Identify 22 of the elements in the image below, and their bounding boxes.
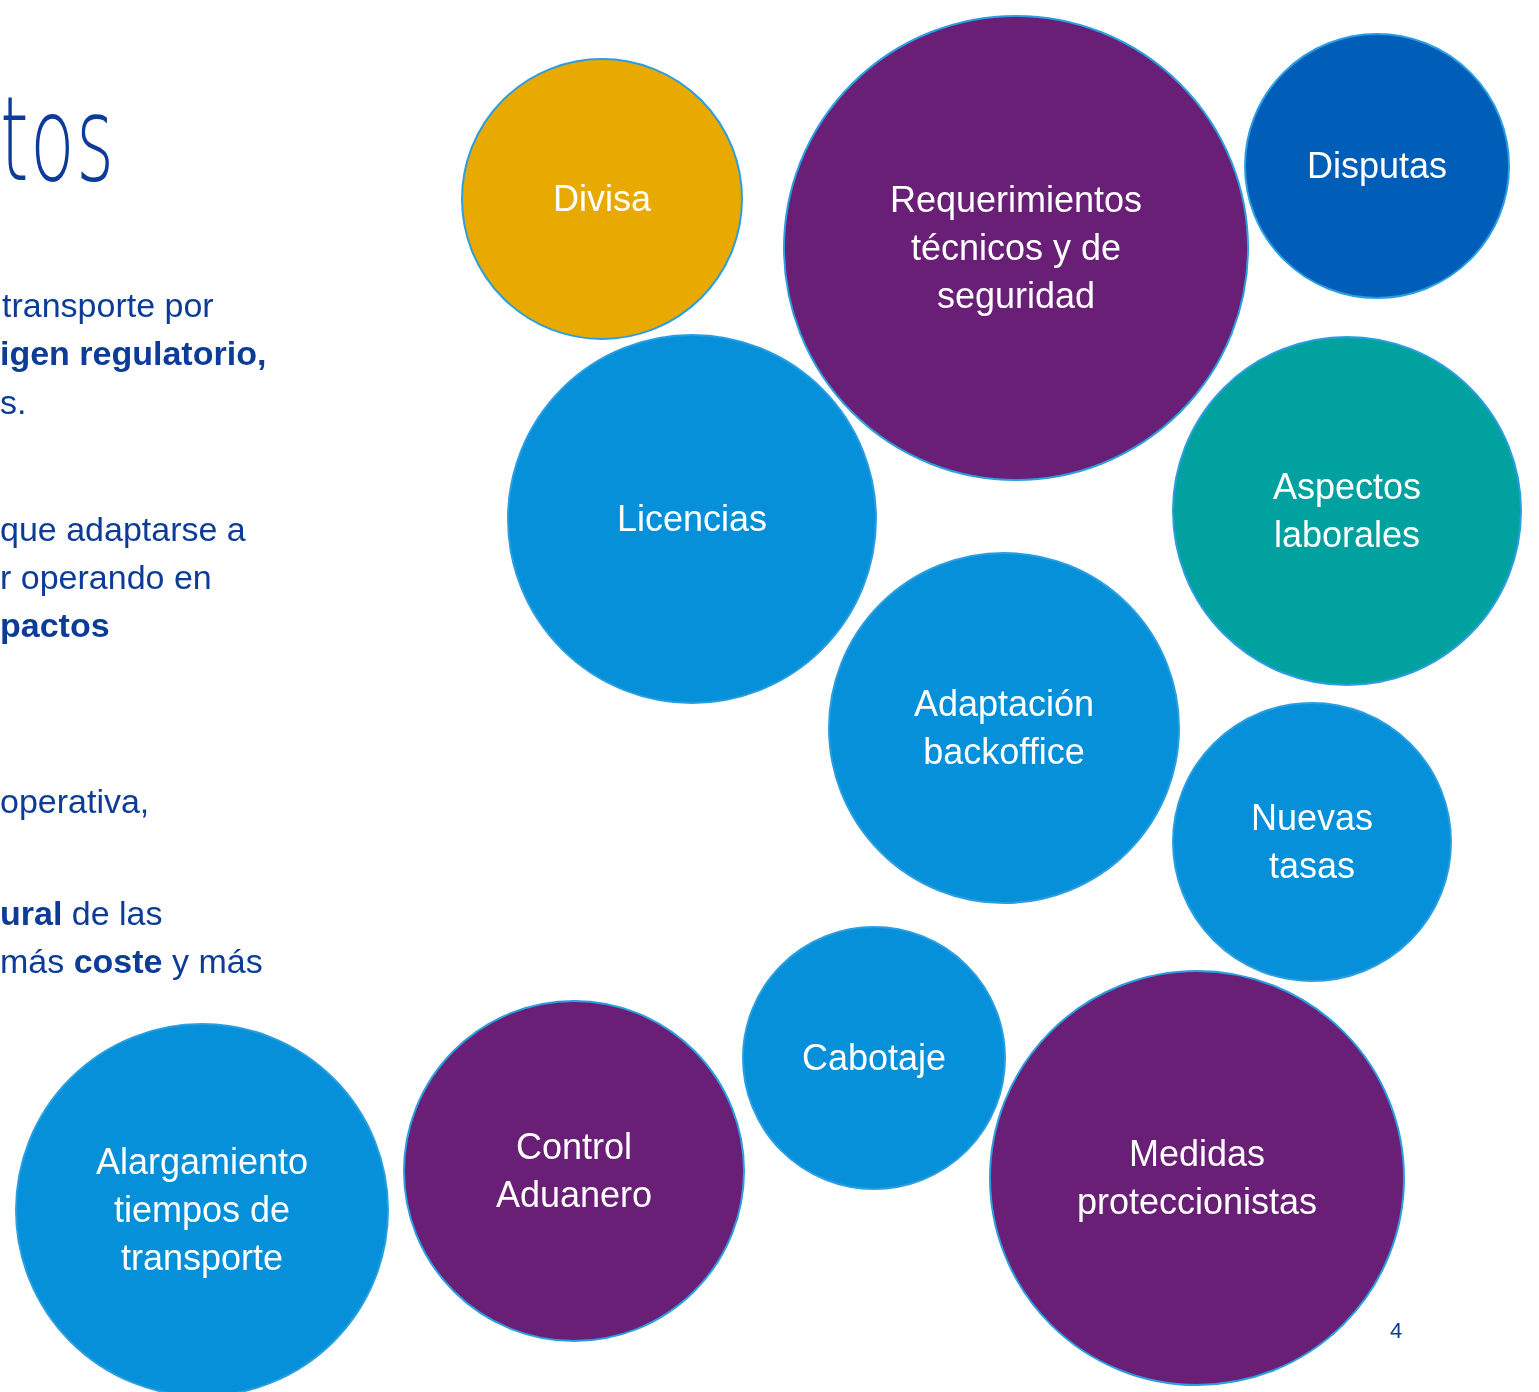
text-line: pactos xyxy=(0,605,110,645)
text-line: más coste y más xyxy=(0,941,263,981)
circle-label: Aspectos laborales xyxy=(1271,465,1423,557)
text-line: s. xyxy=(0,382,27,422)
circle-label: Nuevas tasas xyxy=(1249,796,1375,888)
text-line: ural de las xyxy=(0,893,163,933)
circle-label: Disputas xyxy=(1306,144,1448,188)
text-line: igen regulatorio, xyxy=(0,333,267,373)
circle-label: Control Aduanero xyxy=(494,1125,654,1217)
circle-label: Divisa xyxy=(553,177,651,221)
circle-label: Cabotaje xyxy=(801,1036,947,1080)
text-line: r operando en xyxy=(0,557,212,597)
text-line: transporte por xyxy=(2,285,214,325)
circle-label: Medidas proteccionistas xyxy=(1075,1132,1319,1224)
text-line: que adaptarse a xyxy=(0,509,246,549)
title: tos xyxy=(0,80,116,198)
circle-label: Licencias xyxy=(616,497,768,541)
circle-label: Adaptación backoffice xyxy=(912,682,1096,774)
circle-label: Alargamiento tiempos de transporte xyxy=(94,1140,310,1280)
text-line: operativa, xyxy=(0,781,150,821)
page-number: 4 xyxy=(1390,1318,1403,1344)
circle-label: Requerimientos técnicos y de seguridad xyxy=(888,178,1144,318)
